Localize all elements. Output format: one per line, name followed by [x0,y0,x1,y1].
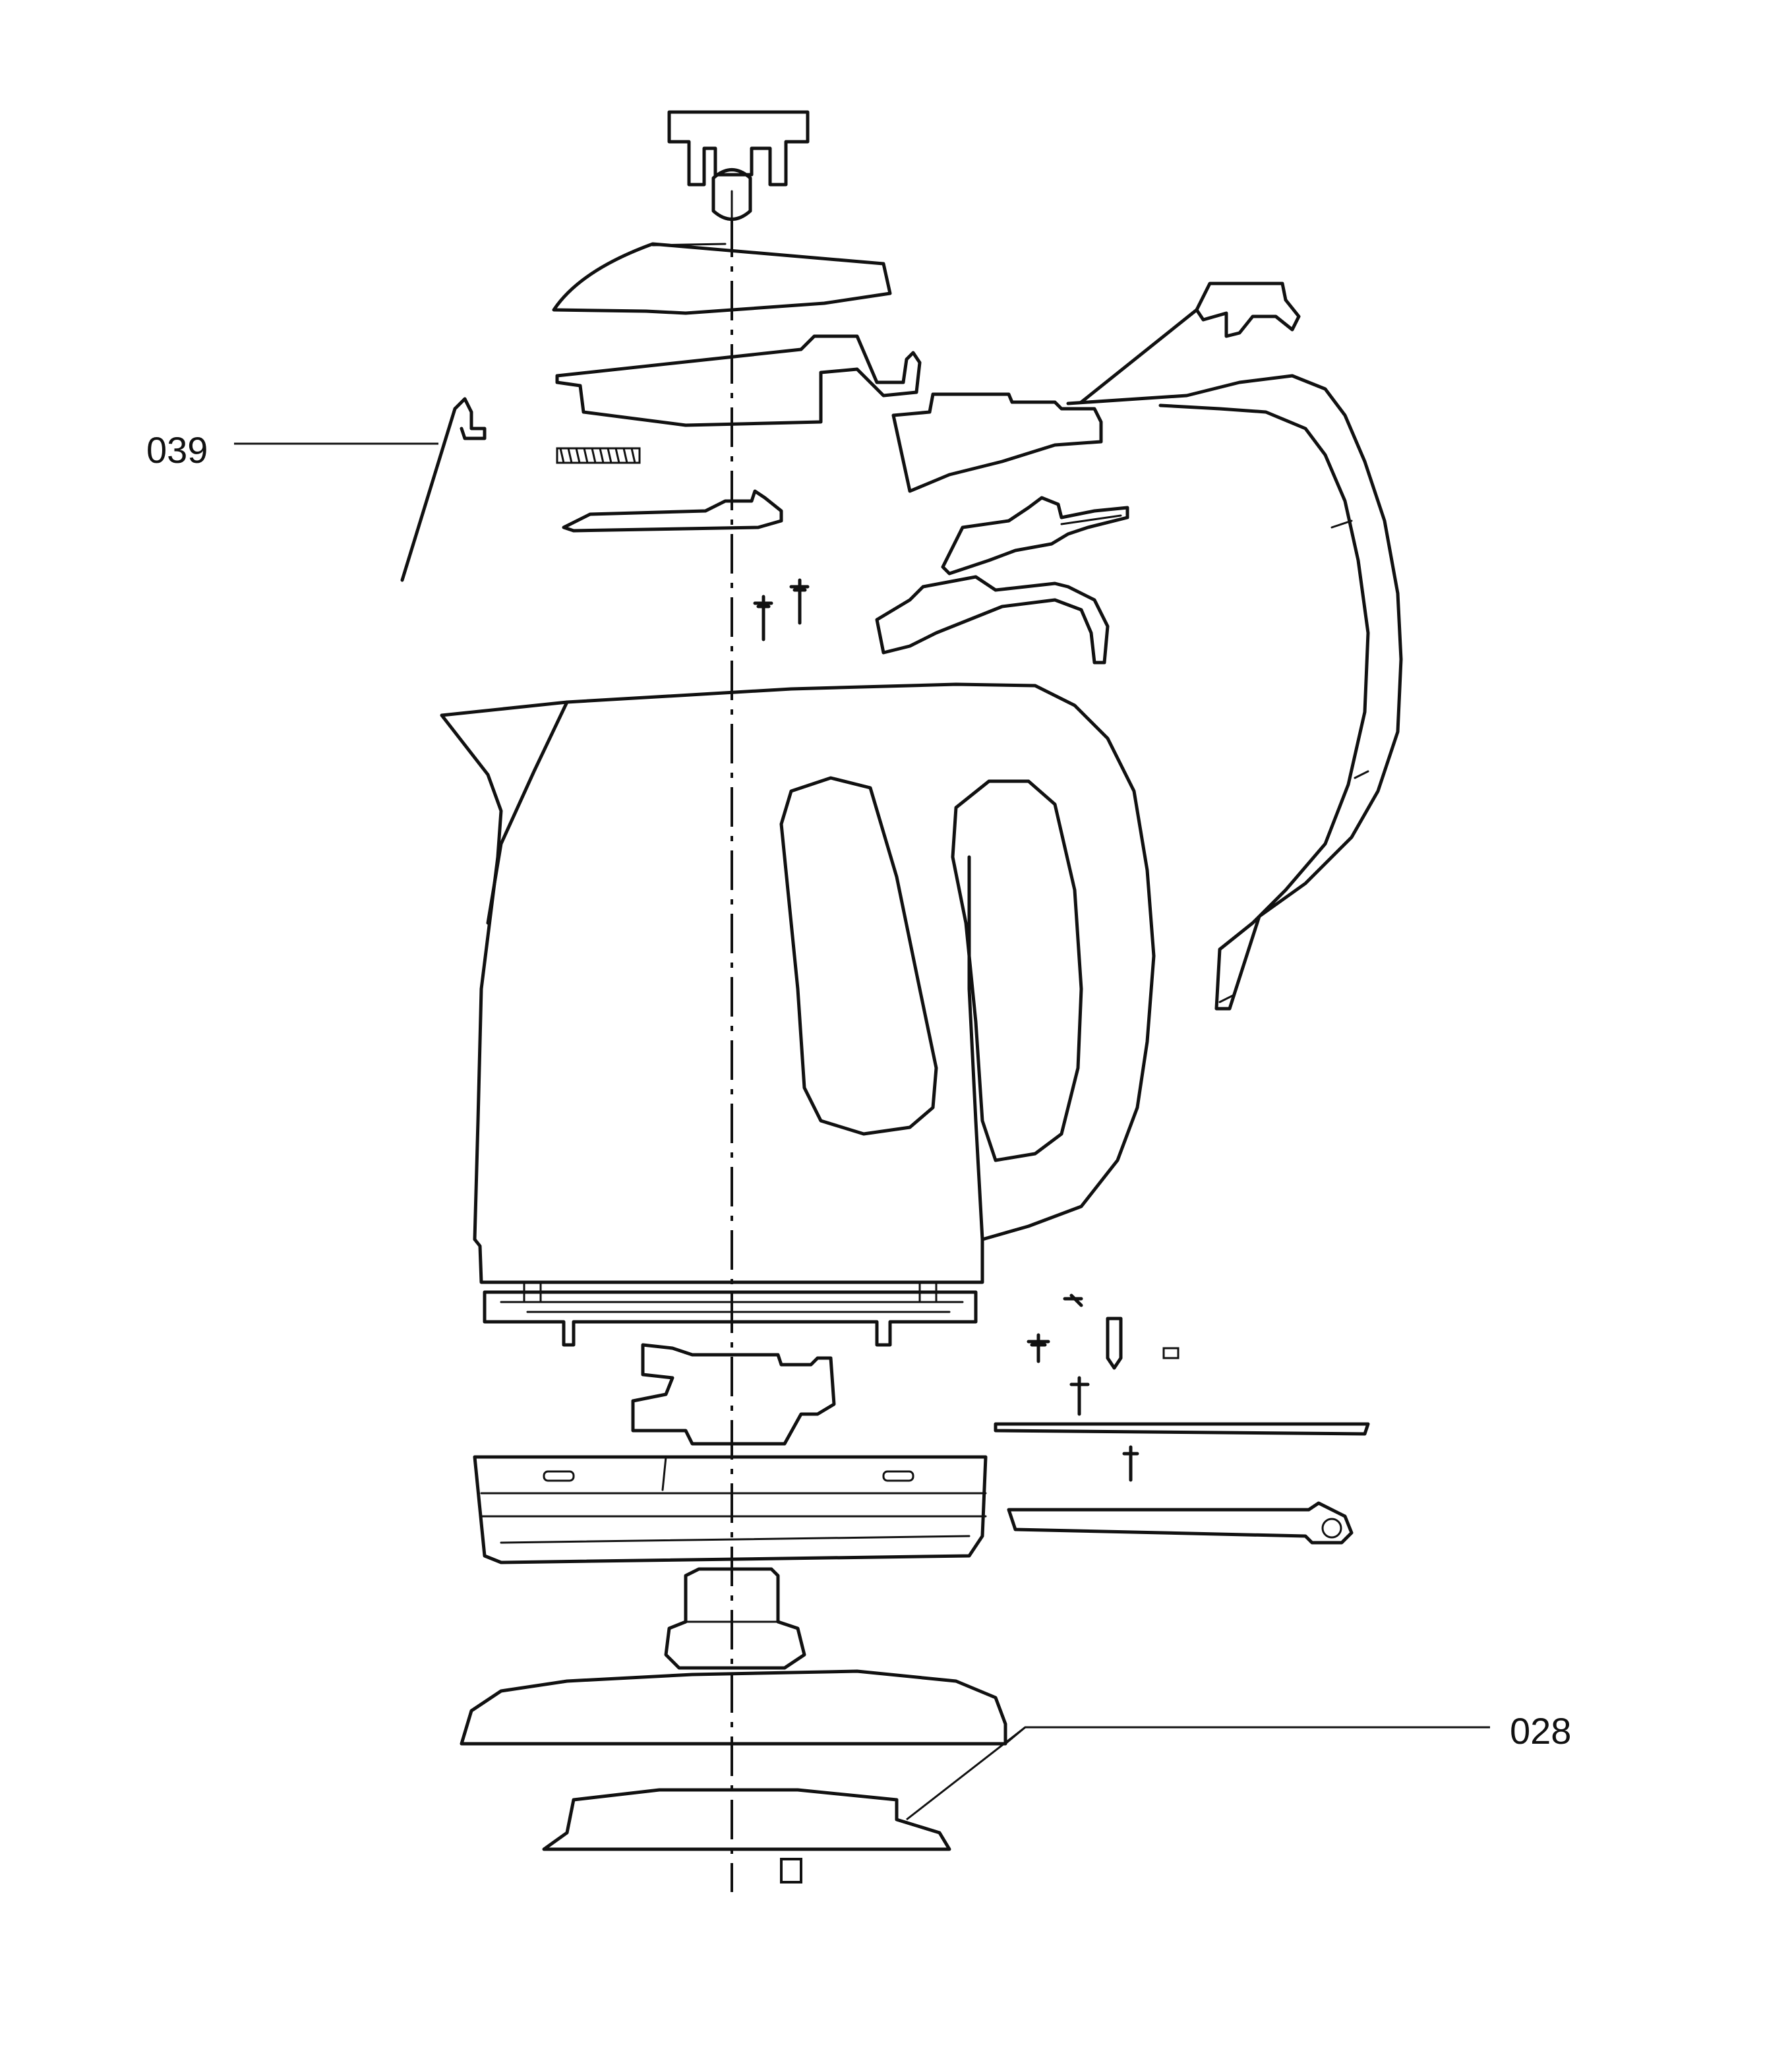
slider-bar-part[interactable] [562,489,783,533]
handle-bracket-part[interactable] [1079,282,1301,404]
switch-housing-part[interactable] [891,392,1103,493]
part-028-bottom-plate[interactable] [542,1788,951,1884]
support-rod-part[interactable] [994,1422,1370,1436]
base-cover-part[interactable] [460,1669,1007,1746]
thermostat-control-part[interactable] [631,1343,836,1446]
kettle-body-part[interactable] [440,682,1156,1284]
switch-module-part[interactable] [941,496,1129,576]
body-base-ring-part[interactable] [483,1281,978,1347]
cord-guide-part[interactable] [1007,1501,1354,1545]
callout-label-028: 028 [1510,1710,1572,1752]
base-housing-part[interactable] [473,1455,988,1564]
leader-line-028 [906,1726,1490,1821]
part-039-lever[interactable] [400,397,487,582]
screw-pair-top[interactable] [753,578,810,641]
lid-inner-plate-part[interactable] [555,334,922,427]
power-connector-part[interactable] [664,1567,806,1670]
screw-group-right[interactable] [1027,1293,1180,1482]
leader-line-028-branch [1005,1726,1026,1745]
handle-frame-part[interactable] [1066,374,1403,1011]
callout-label-039: 039 [146,429,208,471]
lid-knob-part[interactable] [667,110,810,221]
spring-part[interactable] [556,447,641,464]
lid-cover-part[interactable] [552,242,892,315]
switch-arm-part[interactable] [875,575,1110,665]
